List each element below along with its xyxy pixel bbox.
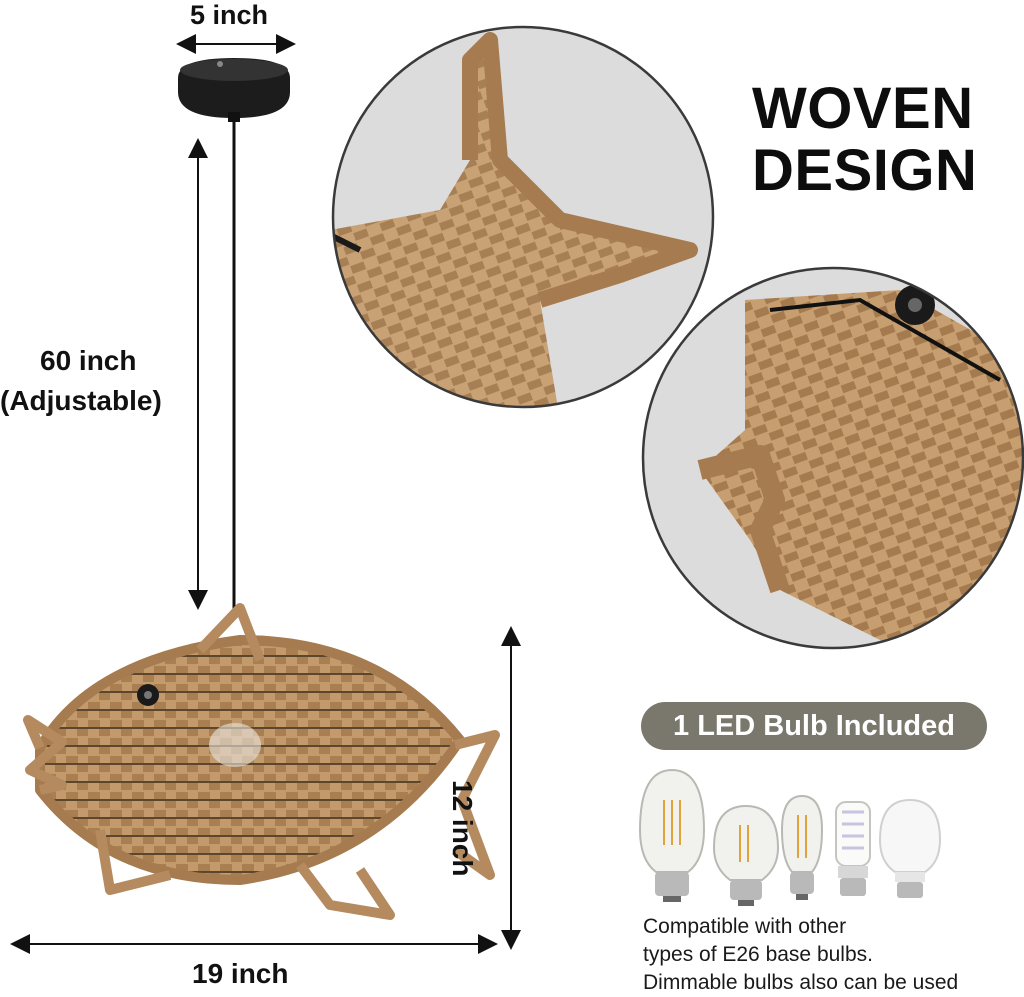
- light-bulb-icon: [638, 768, 942, 906]
- mouth-detail-photo: [641, 266, 1024, 650]
- ceiling-canopy-icon: [178, 58, 290, 122]
- top-width-label: 5 inch: [190, 0, 269, 30]
- cord-length-note: (Adjustable): [0, 385, 162, 416]
- compat-line-1: Compatible with other: [643, 915, 847, 938]
- heading-line-2: DESIGN: [752, 138, 978, 203]
- tail-detail-photo: [331, 25, 715, 409]
- woven-design-heading: WOVEN DESIGN: [752, 78, 977, 202]
- height-label: 12 inch: [447, 780, 478, 877]
- compatibility-note: Compatible with other types of E26 base …: [643, 913, 1023, 997]
- bulb-included-badge: 1 LED Bulb Included: [641, 702, 987, 750]
- compat-line-3: Dimmable bulbs also can be used: [643, 971, 959, 994]
- heading-line-1: WOVEN: [752, 76, 974, 141]
- compat-line-2: types of E26 base bulbs.: [643, 943, 873, 966]
- length-label: 19 inch: [192, 958, 289, 989]
- rope-fish-lamp-icon: [23, 603, 500, 920]
- cord-length-label: 60 inch: [40, 345, 137, 376]
